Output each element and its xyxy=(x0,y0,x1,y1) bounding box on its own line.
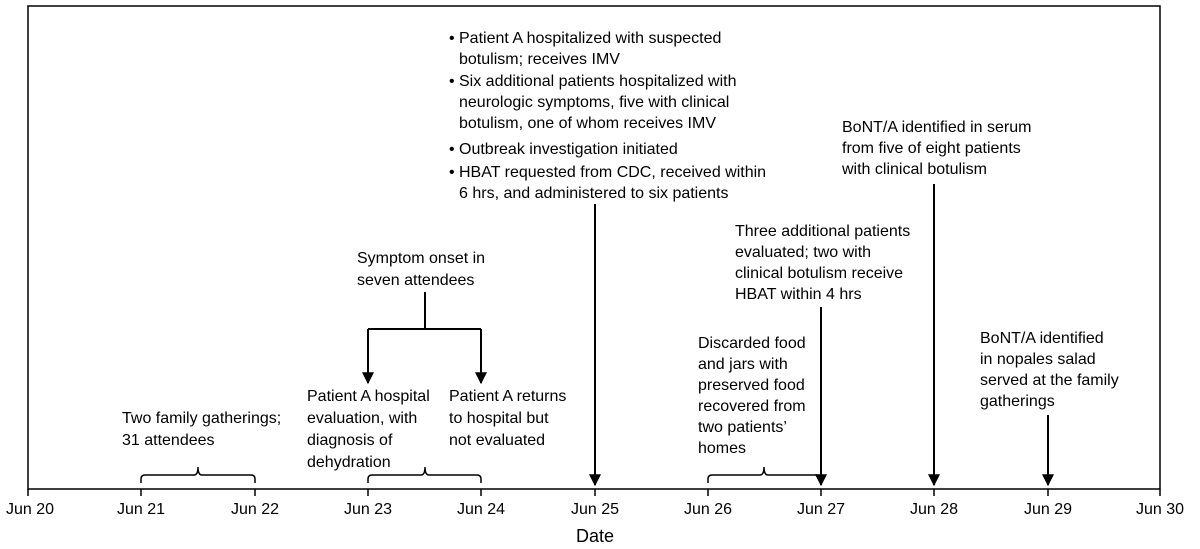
jun25-event-list: • Patient A hospitalized with suspected … xyxy=(449,30,771,202)
brace-jun23-jun24 xyxy=(367,466,482,483)
tick-label-jun30: Jun 30 xyxy=(1136,501,1184,518)
bullet-marker: • xyxy=(449,73,455,90)
bullet-marker: • xyxy=(449,164,455,181)
tick-label-jun23: Jun 23 xyxy=(344,501,392,518)
jun25-bullet-1: Patient A hospitalized with suspected bo… xyxy=(459,30,726,68)
jun25-bullet-3: Outbreak investigation initiated xyxy=(459,141,678,158)
axis-ticks: Jun 20 Jun 21 Jun 22 Jun 23 Jun 24 Jun 2… xyxy=(6,489,1184,518)
nopales-label: BoNT/A identified in nopales salad serve… xyxy=(980,330,1123,410)
tick-label-jun27: Jun 27 xyxy=(797,501,845,518)
brace-jun21-jun22 xyxy=(140,466,256,483)
jun25-bullet-2: Six additional patients hospitalized wit… xyxy=(459,73,741,132)
axis-title: Date xyxy=(576,526,614,546)
symptom-onset-label: Symptom onset in seven attendees xyxy=(357,250,490,289)
gatherings-label: Two family gatherings; 31 attendees xyxy=(122,410,286,449)
symptom-onset-connector xyxy=(362,292,487,385)
hospital-evaluation-label: Patient A hospital evaluation, with diag… xyxy=(307,388,434,471)
tick-label-jun24: Jun 24 xyxy=(457,501,505,518)
tick-label-jun26: Jun 26 xyxy=(684,501,732,518)
bullet-marker: • xyxy=(449,141,455,158)
plot-frame xyxy=(27,5,1161,490)
jun25-bullet-4: HBAT requested from CDC, received within… xyxy=(459,164,771,202)
discarded-food-label: Discarded food and jars with preserved f… xyxy=(698,335,810,457)
tick-label-jun25: Jun 25 xyxy=(571,501,619,518)
tick-label-jun22: Jun 22 xyxy=(231,501,279,518)
bullet-marker: • xyxy=(449,30,455,47)
brace-jun26-jun27 xyxy=(707,466,822,483)
patient-returns-label: Patient A returns to hospital but not ev… xyxy=(449,388,571,449)
tick-label-jun20: Jun 20 xyxy=(6,501,54,518)
tick-label-jun29: Jun 29 xyxy=(1024,501,1072,518)
tick-label-jun21: Jun 21 xyxy=(117,501,165,518)
tick-label-jun28: Jun 28 xyxy=(910,501,958,518)
three-patients-label: Three additional patients evaluated; two… xyxy=(735,223,915,303)
serum-label: BoNT/A identified in serum from five of … xyxy=(841,119,1036,178)
